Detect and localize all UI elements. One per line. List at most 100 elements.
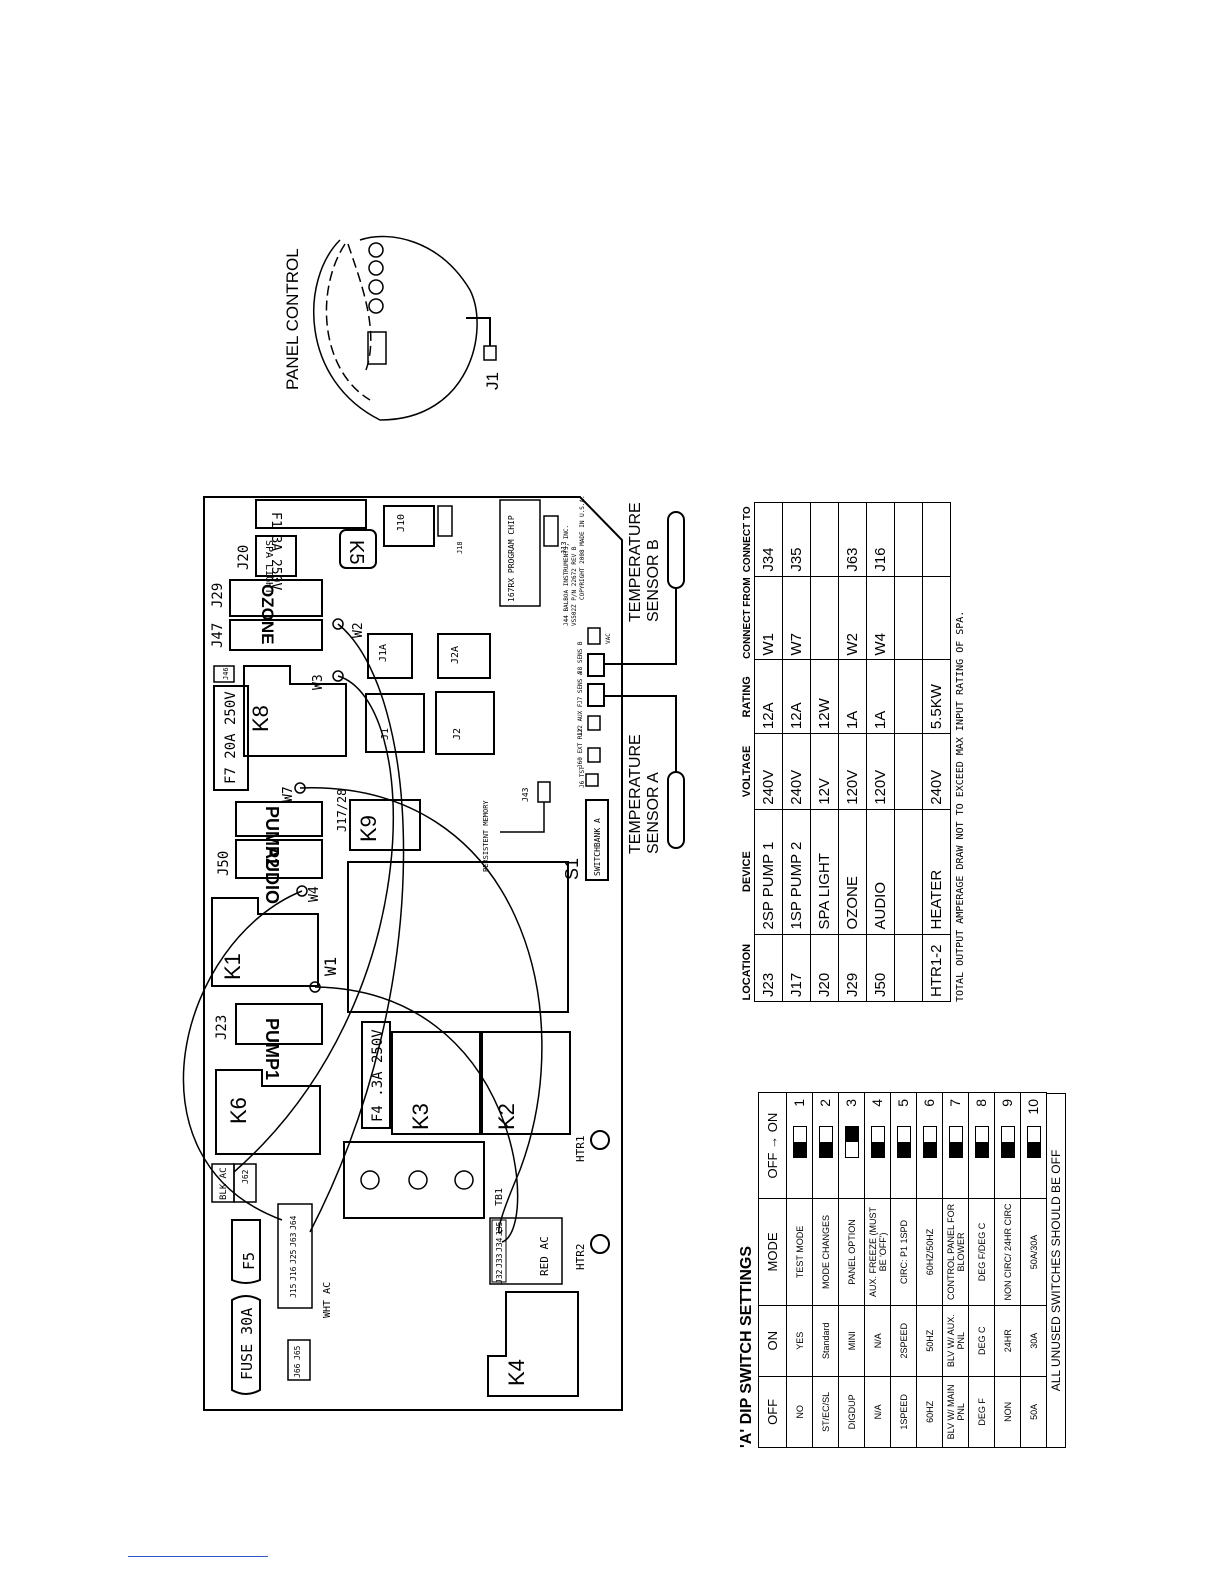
dip-switch[interactable]: [845, 1126, 859, 1159]
dip-switch-knob: [976, 1142, 988, 1158]
k3-label: K3: [408, 1103, 433, 1130]
table-cell: 120V: [838, 733, 867, 810]
s1-label: S1: [562, 858, 582, 880]
table-cell: HEATER: [922, 809, 951, 935]
col-device: DEVICE: [741, 851, 753, 893]
k8-label: K8: [248, 705, 273, 732]
w2-terminal: [332, 618, 344, 630]
j2a-connector: J2A: [437, 633, 491, 679]
dip-switch[interactable]: [871, 1126, 885, 1159]
col-rating: RATING: [741, 676, 753, 718]
dip-cell-on: BLV W/ AUX. PNL: [942, 1305, 969, 1377]
dip-switch-knob: [1002, 1142, 1014, 1158]
table-cell: W2: [838, 576, 867, 660]
j2-connector: J2: [435, 691, 495, 755]
dip-switch[interactable]: [1001, 1126, 1015, 1159]
dip-switch[interactable]: [949, 1126, 963, 1159]
dip-cell-on: Standard: [812, 1305, 839, 1377]
dip-switch[interactable]: [923, 1126, 937, 1159]
htr2-label: HTR2: [574, 1244, 587, 1271]
j2a-label: J2A: [450, 646, 461, 664]
table-cell: [810, 502, 839, 577]
dip-switch-knob: [898, 1142, 910, 1158]
htr1-terminal: [590, 1130, 610, 1150]
j60-label: J60 EXT RLY: [577, 728, 584, 768]
table-cell: J29: [838, 934, 867, 1002]
j6-label: J6 TST: [579, 766, 586, 788]
table-cell: SPA LIGHT: [810, 809, 839, 935]
dip-switch-number: 3: [843, 1099, 859, 1107]
j33-label: J33: [495, 1253, 504, 1268]
dip-switch-knob: [1028, 1142, 1040, 1158]
program-chip-label: 167RX PROGRAM CHIP: [507, 515, 516, 602]
ozone-connector: OZONE J29: [210, 579, 323, 644]
dip-switch[interactable]: [975, 1126, 989, 1159]
table-cell: [894, 576, 923, 660]
sensor-b-line1: TEMPERATURE: [627, 502, 644, 622]
dip-switch[interactable]: [897, 1126, 911, 1159]
sensor-a-line2: SENSOR A: [645, 772, 662, 854]
arrow-right-icon: →: [765, 1135, 780, 1149]
relay-k8: K8: [243, 665, 347, 757]
j17-label: J17/28: [335, 789, 349, 832]
wht-ac-block: J64 J63 J25 J16 J15 WHT AC: [277, 1203, 333, 1318]
dip-switch-cell: 5: [890, 1092, 917, 1199]
pump2-connector: PUMP2 J17/28: [235, 789, 349, 868]
dip-cell-off: ST/EC/SL: [812, 1376, 839, 1448]
col-connect-to: CONNECT TO: [741, 506, 753, 573]
dip-cell-off: BLV W/ MAIN PNL: [942, 1376, 969, 1448]
table-cell: [894, 502, 923, 577]
j63-label: J63: [289, 1232, 298, 1247]
table-cell: J50: [866, 934, 895, 1002]
table-cell: J20: [810, 934, 839, 1002]
j1a-connector: J1A: [367, 633, 413, 679]
j2-label: J2: [452, 728, 463, 740]
blk-ac-block: BLK AC J62: [211, 1163, 257, 1203]
relay-k5: K5: [339, 529, 377, 569]
relay-k4: K4: [487, 1291, 579, 1397]
j7-label: J7 SENS A: [577, 671, 584, 704]
program-chip: 167RX PROGRAM CHIP: [499, 499, 541, 607]
dip-switch-number: 8: [973, 1099, 989, 1107]
panel-connector-label: J1: [483, 372, 502, 390]
ozone-label: OZONE: [258, 584, 277, 644]
f1-fuse: F1 3A 250V: [255, 499, 367, 590]
f7-fuse: F7 20A 250V: [213, 685, 249, 791]
dip-cell-mode: TEST MODE: [786, 1198, 813, 1306]
dip-switch[interactable]: [819, 1126, 833, 1159]
balboa-label-2: VS502Z P/N 22672 REV B: [571, 546, 578, 626]
dip-cell-mode: MODE CHANGES: [812, 1198, 839, 1306]
j18-label: J18: [456, 541, 464, 554]
table-cell: [894, 660, 923, 734]
f1-label: F1 3A 250V: [268, 512, 283, 590]
dip-switch-cell: 2: [812, 1092, 839, 1199]
copyright-label: COPYRIGHT 2008 MADE IN U.S.A.: [579, 495, 586, 600]
htr2-terminal: [590, 1234, 610, 1254]
table-cell: J16: [866, 502, 895, 577]
j16-label: J16: [289, 1266, 298, 1281]
table-cell: 240V: [782, 733, 811, 810]
pump2-label: PUMP2: [262, 806, 282, 868]
temperature-sensor-a: TEMPERATURE SENSOR A: [604, 695, 685, 854]
j47-connector: J47: [210, 619, 323, 651]
dip-switch[interactable]: [793, 1126, 807, 1159]
col-connect-from: CONNECT FROM: [741, 577, 753, 659]
dip-cell-on: N/A: [864, 1305, 891, 1377]
dip-switch-number: 4: [869, 1099, 885, 1107]
k9-label: K9: [356, 815, 381, 842]
sensor-a-line1: TEMPERATURE: [627, 734, 644, 854]
table-cell: [894, 934, 923, 1002]
dip-switch[interactable]: [1027, 1126, 1041, 1159]
dip-switch-cell: 6: [916, 1092, 943, 1199]
table-cell: J34: [754, 502, 783, 577]
wht-ac-label: WHT AC: [322, 1282, 333, 1318]
panel-control: PANEL CONTROL J1: [283, 235, 502, 421]
j18-connector: J18: [437, 505, 464, 554]
table-cell: [894, 809, 923, 935]
